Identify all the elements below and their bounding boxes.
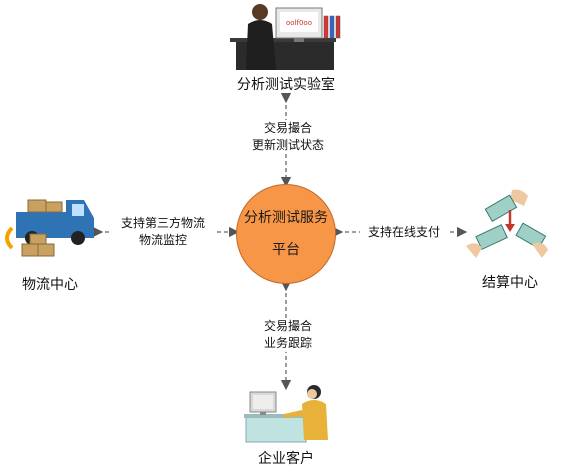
- edge-lab-label: 交易撮合 更新测试状态: [244, 120, 332, 154]
- edge-settlement-label: 支持在线支付: [360, 224, 448, 241]
- edge-settlement-line1: 支持在线支付: [367, 225, 440, 239]
- edge-lab-line2: 更新测试状态: [251, 138, 324, 152]
- settlement-label: 结算中心: [482, 275, 538, 291]
- lab-label: 分析测试实验室: [237, 77, 335, 93]
- center-title-line2: 平台: [272, 242, 300, 258]
- logistics-label: 物流中心: [22, 277, 78, 293]
- center-platform-node: 分析测试服务 平台: [236, 184, 336, 284]
- delivery-truck-icon: [5, 199, 94, 257]
- edge-lab-line1: 交易撮合: [263, 121, 312, 135]
- edge-enterprise-line2: 业务跟踪: [263, 336, 312, 350]
- edge-enterprise-line1: 交易撮合: [263, 319, 312, 333]
- money-transfer-icon: [466, 189, 548, 258]
- svg-text:oolf0oo: oolf0oo: [286, 19, 312, 27]
- enterprise-label: 企业客户: [258, 451, 314, 467]
- edge-logistics-label: 支持第三方物流 物流监控: [111, 215, 215, 249]
- center-title-line1: 分析测试服务: [244, 210, 328, 226]
- edge-logistics-line1: 支持第三方物流: [120, 216, 205, 230]
- lab-computer-person-icon: oolf0oo: [230, 4, 341, 70]
- edge-logistics-line2: 物流监控: [138, 233, 187, 247]
- office-worker-computer-icon: [244, 385, 328, 443]
- edge-enterprise-label: 交易撮合 业务跟踪: [244, 318, 332, 352]
